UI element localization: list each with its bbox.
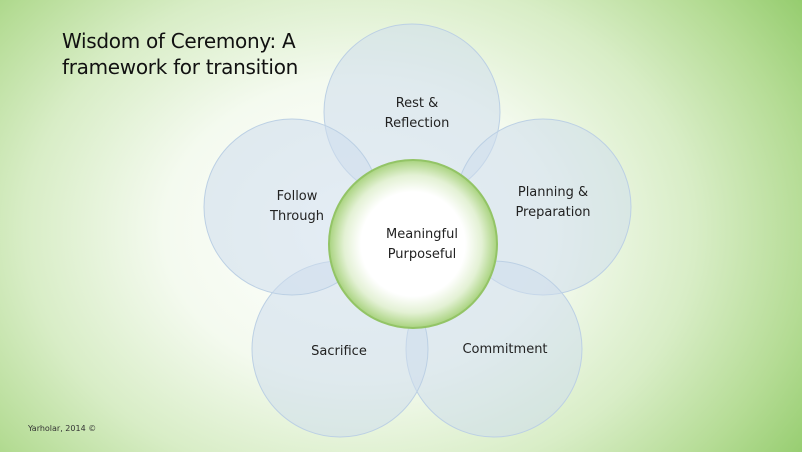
center-label: Meaningful Purposeful (386, 227, 458, 262)
node-label-planning-preparation: Planning & Preparation (515, 185, 591, 220)
footer-credit: Yarholar, 2014 © (28, 424, 97, 433)
slide-title: Wisdom of Ceremony: A framework for tran… (62, 28, 362, 80)
title-line-1: Wisdom of Ceremony: A (62, 29, 296, 53)
node-label-commitment: Commitment (462, 342, 548, 357)
center-circle (328, 159, 498, 329)
node-label-follow-through: Follow Through (270, 189, 324, 224)
title-line-2: framework for transition (62, 55, 299, 79)
node-label-rest-reflection: Rest & Reflection (384, 96, 450, 131)
node-label-sacrifice: Sacrifice (311, 344, 367, 359)
